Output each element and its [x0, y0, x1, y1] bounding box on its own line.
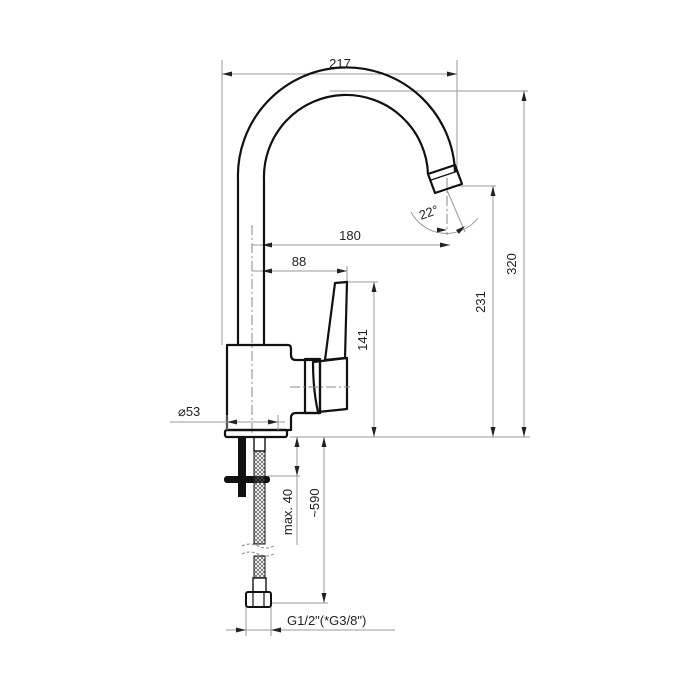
- label-hose-length: ~590: [307, 488, 322, 517]
- label-spout-reach: 180: [339, 228, 361, 243]
- spout: [236, 66, 464, 345]
- label-body-diameter: ⌀53: [178, 404, 200, 419]
- label-handle-reach: 88: [292, 254, 306, 269]
- dimension-spout-angle: 22°: [410, 178, 479, 235]
- dimension-mount-thickness: max. 40: [268, 437, 300, 545]
- dimension-overall-width: 217: [221, 56, 458, 345]
- dimension-handle-height: 141: [348, 281, 378, 437]
- label-mount-thickness: max. 40: [280, 489, 295, 535]
- dimension-hose-connection: G1/2"(*G3/8"): [226, 607, 395, 636]
- dimension-hose-length: ~590: [272, 437, 328, 604]
- dimension-handle-reach: 88: [252, 254, 348, 285]
- dimension-spout-reach: 180: [252, 228, 450, 248]
- dimension-body-diameter: ⌀53: [170, 404, 285, 430]
- label-spout-height: 231: [473, 291, 488, 313]
- label-handle-height: 141: [355, 329, 370, 351]
- label-spout-angle: 22°: [417, 202, 441, 223]
- label-hose-connection: G1/2"(*G3/8"): [287, 613, 366, 628]
- label-overall-height: 320: [504, 253, 519, 275]
- dimension-overall-height: 320: [330, 90, 528, 437]
- dimension-spout-height: 231: [452, 185, 496, 437]
- flexible-hose: [241, 436, 275, 608]
- mixer-body: [223, 280, 350, 439]
